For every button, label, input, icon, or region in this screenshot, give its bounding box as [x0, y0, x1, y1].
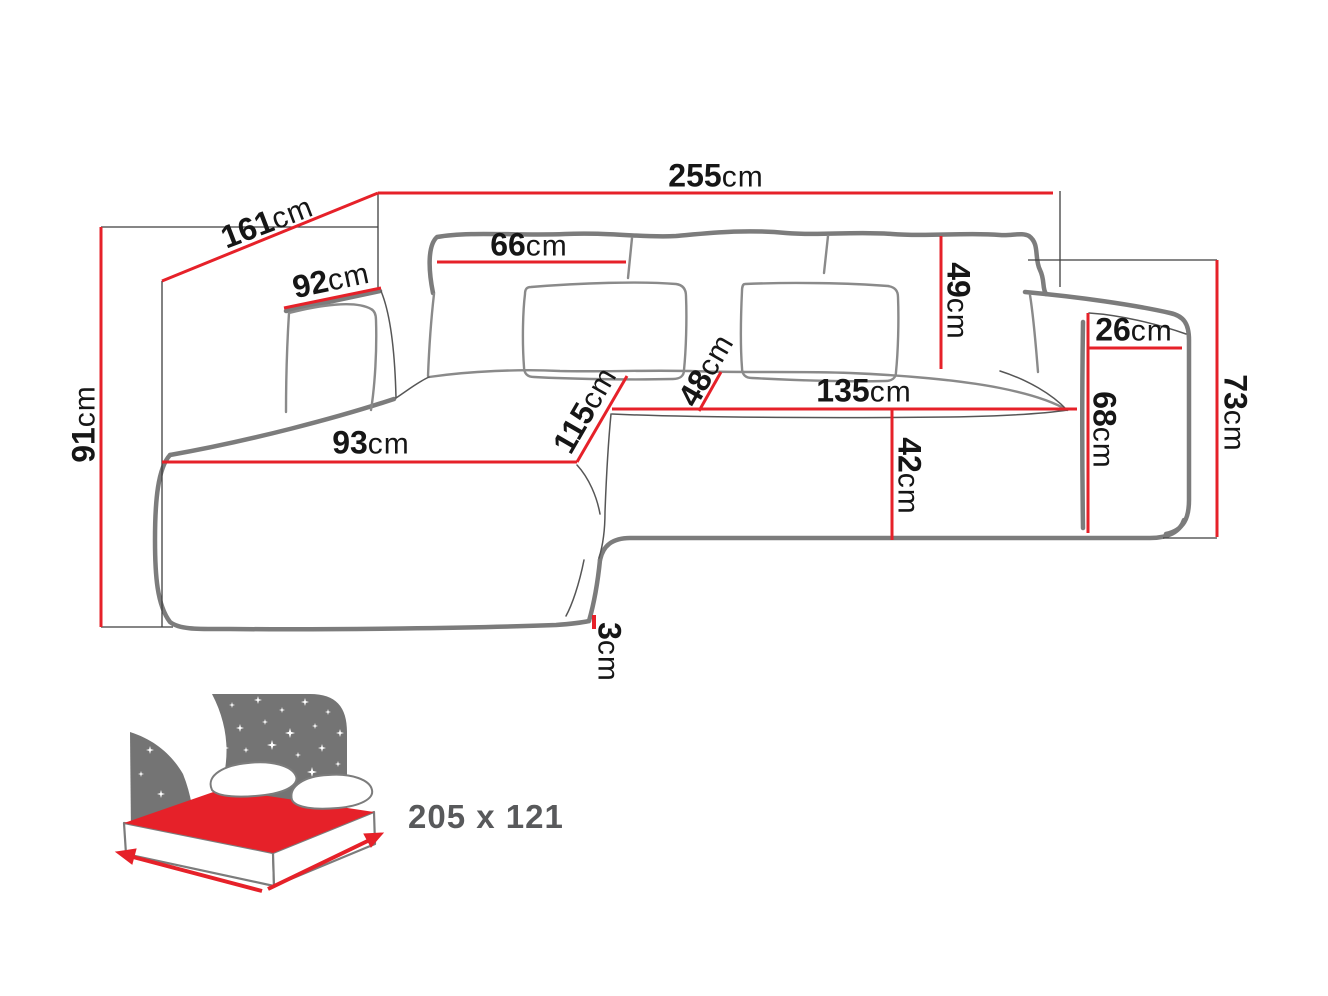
- right-armrest-inner-edge: [1080, 319, 1086, 531]
- left-pillow-left-edge: [426, 292, 436, 378]
- dim-label-73cm: 73cm: [1217, 374, 1254, 452]
- dim-label-93cm: 93cm: [332, 424, 410, 461]
- backrest-outline: [427, 229, 1049, 297]
- pillow-left: [209, 761, 298, 798]
- dim-label-3cm: 3cm: [591, 622, 628, 682]
- seat-cushion-right: [739, 281, 900, 383]
- seat-armrest-junction: [999, 370, 1068, 411]
- dimension-lines: [99, 191, 1219, 629]
- dim-label-66cm: 66cm: [490, 226, 568, 263]
- mattress-front-right-face: [271, 810, 377, 888]
- left-armrest-side-face: [380, 290, 397, 399]
- backrest-right-lower-edge: [1028, 293, 1040, 374]
- extension-lines: [101, 191, 1217, 628]
- dim-line-92: [283, 286, 382, 310]
- seat-chaise-connector: [586, 557, 603, 624]
- dim-label-91cm: 91cm: [65, 385, 102, 463]
- dim-line-48: [697, 371, 723, 412]
- back-pillow-separator-1: [626, 236, 634, 280]
- pillow-right: [290, 773, 374, 810]
- right-armrest-outline: [1022, 289, 1192, 537]
- dim-label-68cm: 68cm: [1086, 391, 1123, 469]
- left-armrest-box: [284, 303, 378, 414]
- dim-line-115: [575, 375, 629, 463]
- chaise-inner-corner-line: [565, 559, 585, 617]
- dim-label-42cm: 42cm: [891, 437, 928, 515]
- seat-front-top-edge: [611, 409, 1069, 419]
- left-armrest-top-edge: [283, 288, 383, 314]
- back-pillow-separator-2: [822, 234, 830, 275]
- armrest-to-seat-connector: [395, 376, 430, 399]
- pillow-bottom-curve: [427, 369, 1069, 412]
- sofa-thin-lines: [380, 290, 1187, 617]
- seat-front-left-edge: [598, 413, 612, 559]
- dim-label-49cm: 49cm: [940, 262, 977, 340]
- dim-label-255cm: 255cm: [668, 157, 764, 194]
- sofa-medium-lines: [284, 234, 1069, 414]
- bed-size-arrows: [114, 832, 385, 893]
- right-armrest-top-front-edge: [1088, 312, 1187, 335]
- dim-label-26cm: 26cm: [1095, 311, 1173, 348]
- chaise-right-corner-edge: [576, 464, 601, 515]
- seat-cushion-left: [521, 281, 688, 381]
- dim-label-135cm: 135cm: [816, 372, 912, 409]
- chaise-front-outline: [152, 452, 592, 632]
- dim-line-161: [161, 191, 379, 283]
- sleeping-area-size-label: 205 x 121: [408, 798, 564, 835]
- bed-sleeping-function-icon: [114, 694, 385, 893]
